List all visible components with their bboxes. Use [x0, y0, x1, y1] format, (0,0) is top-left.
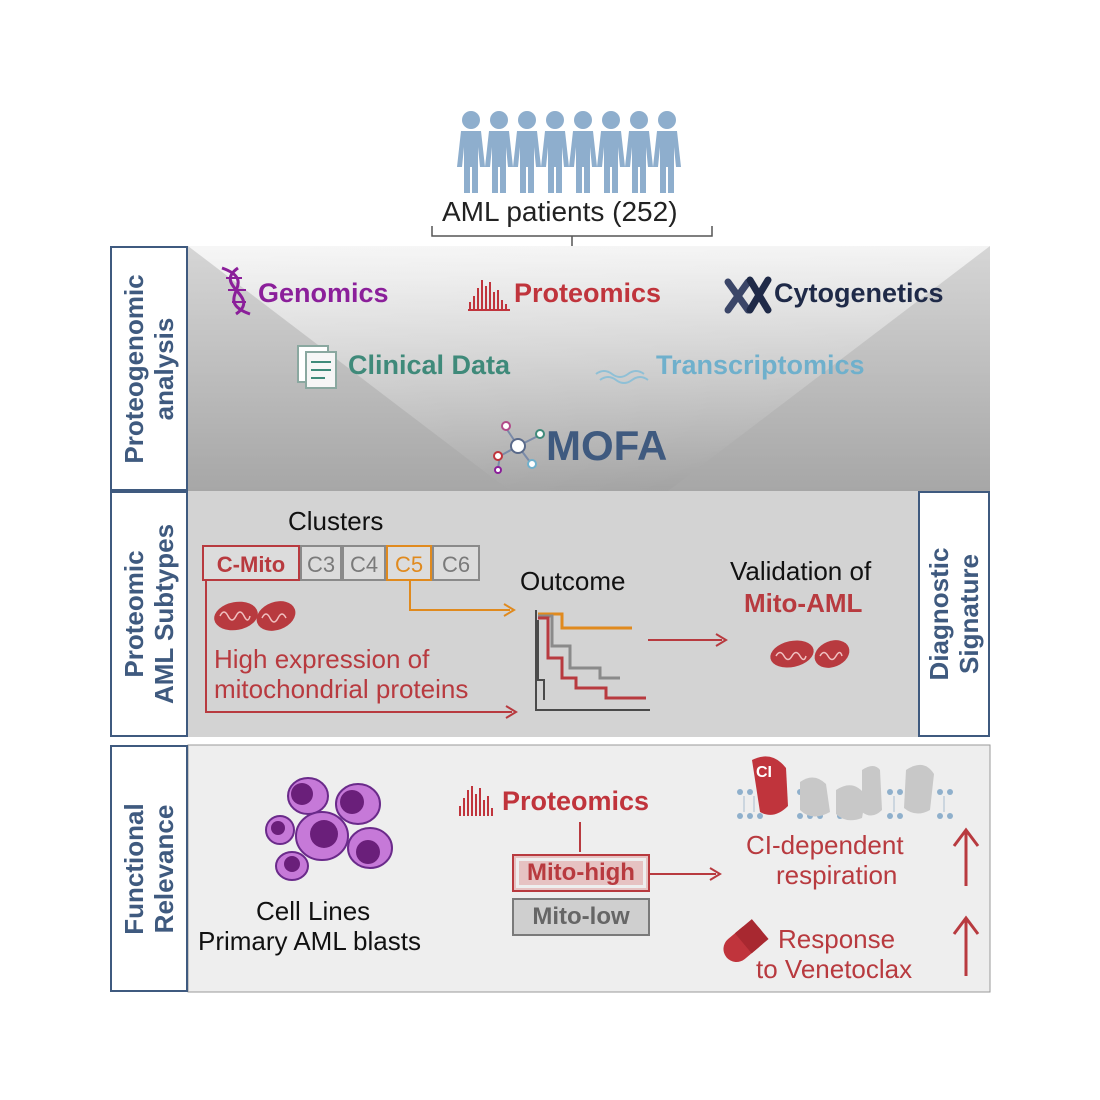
proteomics-label: Proteomics: [514, 278, 662, 308]
validation-line2: Mito-AML: [744, 588, 863, 618]
response-line2: to Venetoclax: [756, 954, 913, 984]
cluster-chip-c5: C5: [386, 545, 432, 581]
functional-row-label: Functional Relevance: [119, 802, 179, 935]
cells-label-line2: Primary AML blasts: [198, 926, 421, 956]
histogram-icon-functional: [459, 786, 493, 816]
cluster-chip-c3: C3: [300, 545, 342, 581]
analysis-row-label: Proteogenomic analysis: [119, 273, 179, 464]
respiration-line2: respiration: [776, 860, 898, 890]
dna-icon: [221, 266, 251, 316]
subtypes-row-label: Proteomic AML Subtypes: [119, 523, 179, 705]
mito-low-box: Mito-low: [512, 898, 650, 936]
cmito-arrow: [205, 580, 512, 713]
response-line1: Response: [778, 924, 896, 954]
genomics-label: Genomics: [258, 278, 389, 308]
membrane-icon: [737, 756, 953, 821]
cell-icon: [265, 777, 393, 881]
people-icon: [457, 111, 681, 193]
analysis-row-label-box: Proteogenomic analysis: [110, 246, 188, 491]
mofa-label: MOFA: [546, 422, 668, 469]
survival-plot-icon: [535, 610, 650, 711]
functional-row-label-box: Functional Relevance: [110, 745, 188, 992]
clipboard-icon: [297, 345, 337, 389]
respiration-line1: CI-dependent: [746, 830, 904, 860]
validation-line1: Validation of: [730, 556, 872, 586]
chromosome-icon: [724, 276, 772, 314]
cells-label-line1: Cell Lines: [256, 896, 371, 926]
clusters-title: Clusters: [288, 506, 384, 536]
patients-bracket: [431, 226, 713, 246]
outcome-label: Outcome: [520, 566, 626, 596]
wave-icon: [595, 370, 649, 384]
transcriptomics-label: Transcriptomics: [656, 350, 865, 380]
cluster-description-line1: High expression of: [214, 644, 430, 674]
mito-high-box: Mito-high: [512, 854, 650, 892]
diagnostic-label-box: Diagnostic Signature: [918, 491, 990, 737]
pill-icon: [723, 919, 769, 963]
diagnostic-label: Diagnostic Signature: [924, 547, 984, 681]
functional-proteomics-label: Proteomics: [502, 786, 650, 816]
mitochondria-icon-validation: [770, 640, 850, 668]
up-arrow-icon: [952, 827, 980, 976]
ci-label: CI: [756, 764, 772, 781]
histogram-icon: [468, 280, 510, 311]
subtypes-row-label-box: Proteomic AML Subtypes: [110, 491, 188, 737]
cytogenetics-label: Cytogenetics: [774, 278, 944, 308]
cluster-chip-c6: C6: [432, 545, 480, 581]
network-icon: [493, 421, 545, 474]
clinical-data-label: Clinical Data: [348, 350, 511, 380]
mitochondria-icon: [214, 601, 296, 631]
cluster-chip-c4: C4: [342, 545, 386, 581]
cluster-chip-cmito: C-Mito: [202, 545, 300, 581]
c5-arrow: [409, 580, 510, 611]
patients-label: AML patients (252): [442, 196, 678, 227]
cluster-description-line2: mitochondrial proteins: [214, 674, 469, 704]
